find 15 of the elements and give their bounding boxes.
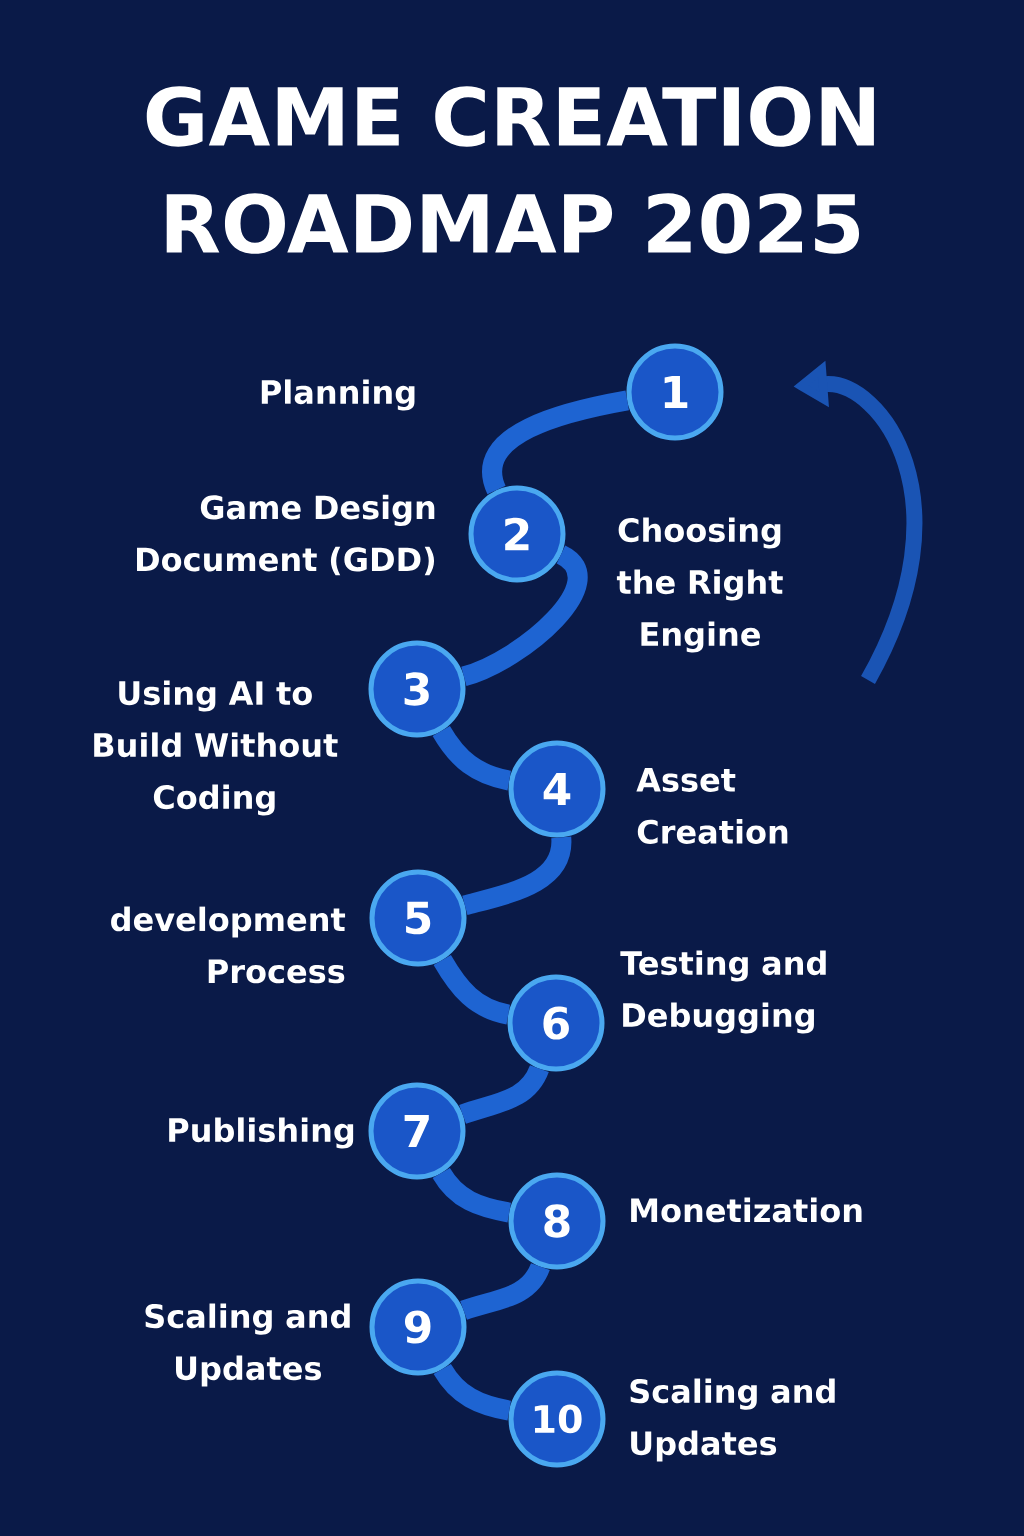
step-label: Game Design Document (GDD): [137, 494, 435, 576]
title: GAME CREATION ROADMAP 2025: [146, 86, 874, 254]
path-ribbon: [482, 390, 630, 493]
step-label: Scaling and Updates: [630, 1378, 835, 1462]
step-label: Planning: [261, 379, 415, 411]
step-label: development Process: [111, 906, 346, 984]
step-label: Choosing the Right Engine: [616, 517, 783, 653]
path-ribbon: [460, 546, 588, 686]
step-label: Testing and Debugging: [620, 950, 826, 1034]
step-label: Using AI to Build Without Coding: [94, 680, 338, 816]
step-label: Asset Creation: [636, 768, 788, 844]
path-ribbon: [460, 1262, 550, 1320]
step-label: Monetization: [631, 1197, 862, 1223]
step-label: Publishing: [169, 1117, 354, 1149]
step-label: Scaling and Updates: [145, 1303, 350, 1387]
